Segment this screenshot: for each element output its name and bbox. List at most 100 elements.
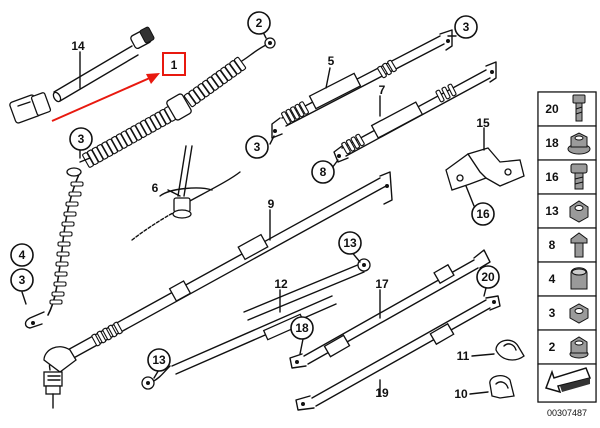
corrugation-ring [188, 89, 201, 104]
fastener-row-8[interactable]: 8 [537, 227, 597, 263]
fastener-label: 16 [545, 170, 559, 184]
callout-9[interactable]: 9 [268, 197, 275, 211]
part-7-cable[interactable] [333, 61, 497, 163]
callout-8[interactable]: 8 [311, 160, 335, 184]
corrugation-ring [355, 133, 365, 147]
callout-6[interactable]: 6 [152, 181, 159, 195]
fastener-row-4[interactable]: 4 [537, 261, 597, 297]
part-15-bracket[interactable] [445, 147, 525, 191]
fastener-label: 2 [549, 340, 556, 354]
svg-text:1: 1 [171, 58, 178, 72]
svg-text:2: 2 [256, 16, 263, 30]
part-12-cable[interactable] [141, 295, 337, 390]
corrugation-ring [183, 92, 197, 108]
callout-5[interactable]: 5 [328, 54, 335, 68]
callout-14[interactable]: 14 [71, 39, 85, 53]
callout-11[interactable]: 11 [457, 349, 470, 363]
corrugation-ring [53, 281, 67, 287]
corrugation-ring [215, 69, 228, 85]
callout-4[interactable]: 4 [10, 243, 34, 267]
corrugation-ring [96, 330, 107, 344]
part-13-lead-upper[interactable] [243, 258, 371, 321]
corrugation-ring [193, 86, 206, 101]
fastener-row-3[interactable]: 3 [537, 295, 597, 331]
corrugation-ring [113, 321, 123, 335]
corrugation-ring [281, 111, 291, 125]
callout-16[interactable]: 16 [471, 202, 495, 226]
corrugation-ring [68, 191, 82, 197]
collar-nut-icon [569, 336, 589, 359]
part-14-connector-set[interactable] [9, 26, 155, 124]
callout-10[interactable]: 10 [454, 387, 468, 401]
fastener-label: 20 [545, 102, 559, 116]
fastener-cell [537, 91, 597, 127]
leader-lines [21, 29, 495, 397]
svg-text:8: 8 [320, 165, 327, 179]
corrugation-ring [49, 299, 63, 305]
flange-nut-icon [567, 132, 591, 155]
part-6-cable-clip[interactable] [131, 145, 241, 241]
bolt-icon [572, 94, 586, 122]
hex-nut-icon [569, 200, 589, 223]
svg-text:13: 13 [343, 236, 357, 250]
corrugation-ring [55, 261, 69, 267]
corrugation-ring [56, 251, 70, 257]
svg-text:13: 13 [152, 353, 166, 367]
part-5-cable[interactable] [271, 29, 453, 139]
corrugation-ring [197, 83, 210, 98]
svg-text:3: 3 [78, 132, 85, 146]
fastener-row-18[interactable]: 18 [537, 125, 597, 161]
svg-text:18: 18 [295, 321, 309, 335]
callout-15[interactable]: 15 [476, 116, 490, 130]
corrugation-ring [435, 89, 445, 103]
fastener-row-13[interactable]: 13 [537, 193, 597, 229]
corrugation-ring [54, 271, 68, 277]
corrugation-ring [345, 139, 356, 152]
corrugation-ring [206, 76, 219, 91]
fastener-label: 13 [545, 204, 559, 218]
hex-screw-icon [570, 232, 588, 258]
callout-17[interactable]: 17 [375, 277, 389, 291]
svg-text:20: 20 [481, 270, 495, 284]
corrugation-ring [91, 333, 101, 347]
corrugation-ring [70, 181, 84, 187]
fastener-row-16[interactable]: 16 [537, 159, 597, 195]
part-17-cable[interactable] [289, 249, 491, 369]
fastener-cell [537, 261, 597, 297]
callout-19[interactable]: 19 [375, 386, 389, 400]
callout-3-left[interactable]: 3 [69, 127, 93, 151]
fastener-label: 18 [545, 136, 559, 150]
fastener-row-20[interactable]: 20 [537, 91, 597, 127]
fastener-row-2[interactable]: 2 [537, 329, 597, 365]
callout-18[interactable]: 18 [290, 316, 314, 340]
part-10-clip[interactable] [489, 374, 515, 399]
corrugation-ring [441, 86, 451, 100]
corrugation-ring [202, 79, 215, 95]
corrugation-ring [102, 327, 112, 341]
corrugation-ring [233, 56, 247, 72]
callout-7[interactable]: 7 [379, 83, 386, 97]
nut-icon [569, 303, 589, 324]
part-9-cable[interactable] [43, 171, 393, 409]
callout-3-middle[interactable]: 3 [245, 135, 269, 159]
callout-20[interactable]: 20 [476, 265, 500, 289]
part-19-cable[interactable] [295, 295, 501, 411]
corrugation-ring [377, 65, 387, 79]
callout-13-lower[interactable]: 13 [147, 348, 171, 372]
cap-icon [570, 267, 588, 290]
svg-text:3: 3 [254, 140, 261, 154]
svg-text:4: 4 [19, 248, 26, 262]
corrugation-ring [382, 62, 392, 76]
callout-2[interactable]: 2 [247, 11, 271, 35]
fastener-label: 8 [549, 238, 556, 252]
callout-3-lower-left[interactable]: 3 [10, 268, 34, 292]
callout-3-top-right[interactable]: 3 [454, 15, 478, 39]
callout-13-upper[interactable]: 13 [338, 231, 362, 255]
corrugation-ring [299, 101, 309, 115]
part-11-clip[interactable] [495, 339, 525, 361]
callout-12[interactable]: 12 [274, 277, 288, 291]
part-1-battery-cable[interactable] [79, 37, 276, 168]
part-cable-left-vertical[interactable] [24, 167, 84, 329]
callout-1[interactable]: 1 [162, 52, 186, 76]
